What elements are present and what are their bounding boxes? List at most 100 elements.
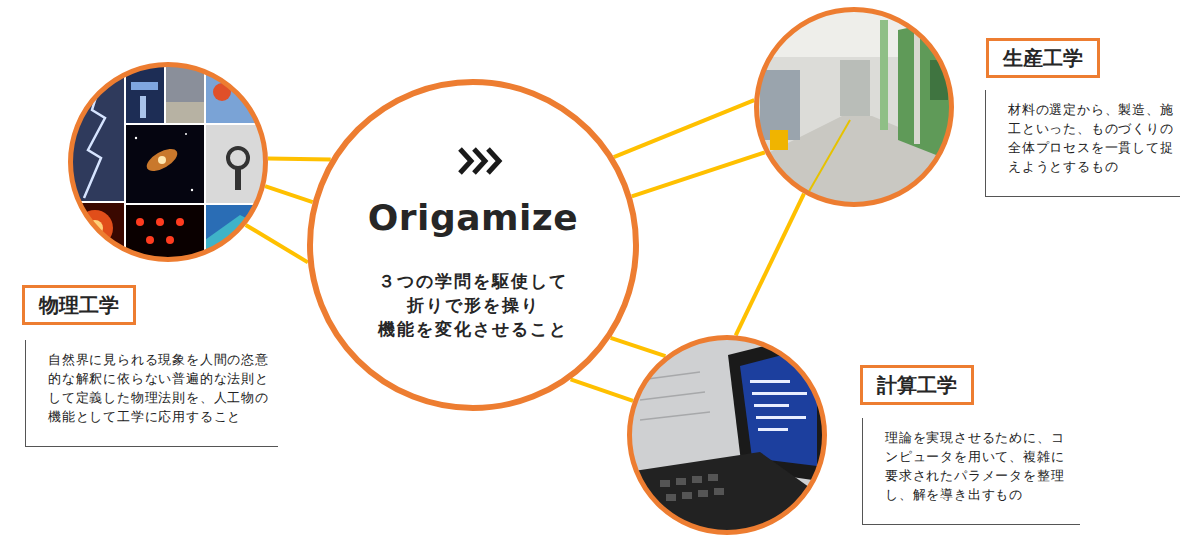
keyboard — [627, 452, 827, 537]
galaxy-core — [158, 156, 166, 164]
galaxy — [143, 145, 180, 176]
balloon — [246, 96, 258, 108]
simulation-surface — [205, 215, 270, 264]
balloon-photo — [205, 60, 270, 125]
hall-end — [840, 60, 870, 116]
screen-text — [750, 380, 807, 431]
plasma-glow — [77, 210, 113, 246]
machine — [898, 18, 954, 162]
balloon — [213, 83, 231, 101]
screen-line — [754, 404, 789, 407]
photo-ring — [627, 335, 827, 535]
lab-equipment — [131, 82, 158, 90]
photo-ring — [68, 62, 268, 262]
chevron — [488, 149, 499, 173]
discipline-heading: 生産工学 — [986, 38, 1100, 78]
key — [708, 474, 718, 481]
pipe — [880, 20, 888, 130]
vortex — [228, 148, 248, 168]
discipline-group: 物理工学自然界に見られる現象を人間の恣意的な解釈に依らない普遍的な法則として定義… — [20, 58, 282, 450]
laser-spot — [166, 236, 174, 244]
star — [191, 189, 193, 191]
factory-wall — [754, 7, 954, 207]
grid-line — [124, 60, 126, 264]
key — [676, 478, 686, 485]
laser-spot — [146, 236, 154, 244]
paper-line — [640, 392, 705, 400]
balloon — [234, 72, 248, 86]
vortex-photo — [205, 125, 270, 205]
heading-holder: 生産工学 — [986, 38, 1100, 78]
screen-line — [758, 428, 788, 431]
link-line — [611, 338, 666, 356]
lab-equipment — [140, 96, 146, 118]
floor-marking — [800, 120, 850, 207]
discipline-heading: 物理工学 — [22, 285, 136, 325]
link-line — [614, 100, 754, 157]
photo-ring — [754, 7, 954, 207]
scene-photo — [165, 102, 205, 125]
grid-line — [66, 201, 125, 203]
screen-line — [756, 416, 806, 419]
laser-photo — [125, 204, 205, 264]
laser-spot — [176, 218, 184, 226]
physics-collage — [66, 60, 270, 264]
link-line — [246, 225, 308, 262]
laser-spot — [136, 218, 144, 226]
discipline-description: 自然界に見られる現象を人間の恣意的な解釈に依らない普遍的な法則として定義した物理… — [25, 340, 278, 447]
concept-title: Origamize — [368, 197, 578, 239]
key — [682, 492, 692, 499]
machine-panel — [930, 60, 948, 100]
pipe — [914, 22, 920, 144]
discipline-group: 計算工学理論を実現させるために、コンピュータを用いて、複雑に要求されたパラメータ… — [625, 334, 1085, 540]
lightning-photo — [66, 60, 125, 202]
concept-description: ３つの学問を駆使して 折りで形を操り 機能を変化させること — [338, 269, 608, 341]
collage-grid — [66, 60, 270, 264]
heading-holder: 計算工学 — [860, 365, 974, 405]
galaxy-photo — [125, 124, 205, 204]
plasma-core — [87, 220, 103, 236]
screen-line — [750, 380, 790, 383]
key — [714, 488, 724, 495]
discipline-description: 材料の選定から、製造、施工といった、ものづくりの全体プロセスを一貫して捉えようと… — [985, 90, 1180, 197]
vortex — [235, 166, 241, 190]
key — [698, 490, 708, 497]
chevron-symbol — [460, 149, 499, 173]
discipline-heading: 計算工学 — [860, 365, 974, 405]
key — [692, 476, 702, 483]
key — [660, 480, 670, 487]
chevron — [474, 149, 485, 173]
chevron — [460, 149, 471, 173]
lab-photo — [125, 60, 165, 124]
plasma-photo — [66, 202, 125, 264]
keys — [660, 474, 724, 501]
heading-holder: 物理工学 — [22, 285, 136, 325]
screen-line — [752, 392, 807, 395]
concept-text-block: Origamize ３つの学問を駆使して 折りで形を操り 機能を変化させること — [313, 197, 633, 341]
link-line — [268, 157, 331, 162]
discipline-group: 生産工学材料の選定から、製造、施工といった、ものづくりの全体プロセスを一貫して捉… — [752, 2, 1184, 202]
star — [135, 137, 137, 139]
paper-line — [640, 372, 700, 380]
factory-photo — [754, 7, 954, 207]
shelf — [760, 70, 800, 140]
grid-line — [164, 60, 166, 124]
paper-line — [640, 412, 710, 420]
link-line — [632, 152, 765, 196]
laser-spot — [156, 218, 164, 226]
link-line — [736, 194, 804, 336]
description-holder: 自然界に見られる現象を人間の恣意的な解釈に依らない普遍的な法則として定義した物理… — [25, 340, 278, 447]
discipline-description: 理論を実現させるために、コンピュータを用いて、複雑に要求されたパラメータを整理し… — [862, 418, 1080, 525]
key — [666, 494, 676, 501]
lightning-bolt — [84, 78, 105, 198]
grid-line — [125, 123, 270, 125]
star — [185, 133, 187, 135]
grid-line — [125, 203, 270, 205]
grid-line — [204, 60, 206, 264]
link-line — [265, 186, 313, 202]
computer-photo — [627, 330, 827, 537]
concept-circle: Origamize ３つの学問を駆使して 折りで形を操り 機能を変化させること — [307, 79, 639, 411]
forklift — [770, 130, 788, 150]
description-holder: 材料の選定から、製造、施工といった、ものづくりの全体プロセスを一貫して捉えようと… — [985, 90, 1180, 197]
